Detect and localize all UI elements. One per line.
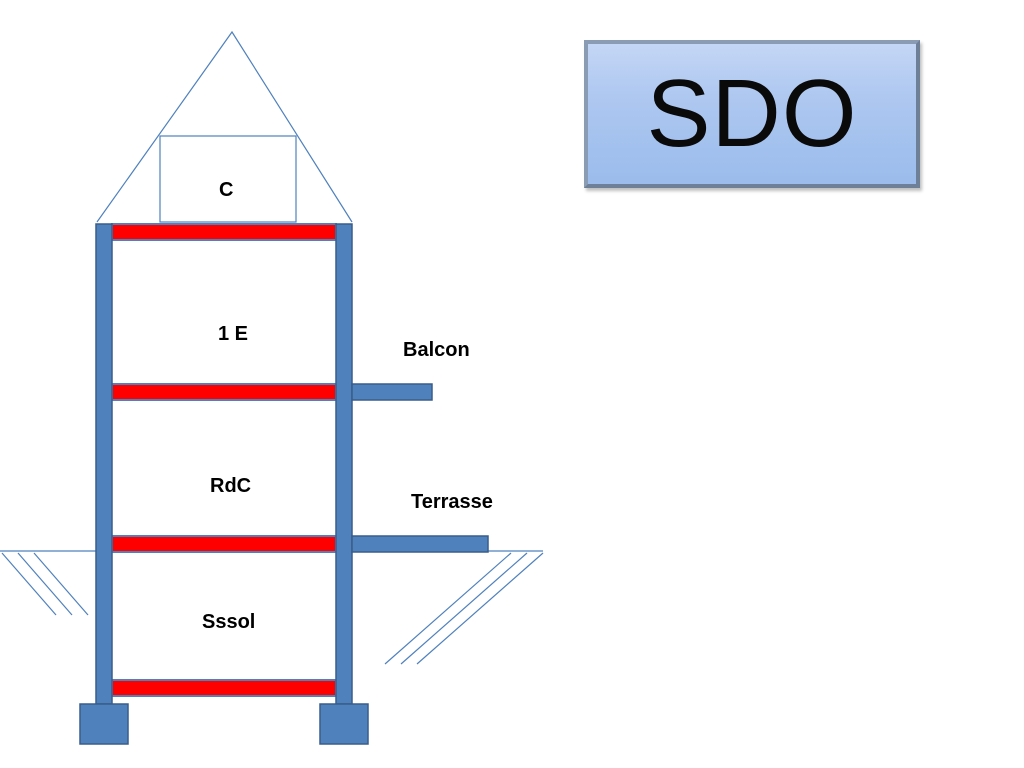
label-first-floor: 1 E [218, 323, 249, 345]
label-attic: C [219, 179, 234, 201]
footing-left [79, 703, 129, 745]
slab-basement [111, 679, 337, 697]
ground-left [0, 550, 96, 616]
label-ground-floor: RdC [210, 475, 252, 497]
slab-first-floor [111, 383, 337, 401]
label-balcony: Balcon [403, 339, 470, 361]
ground-right [384, 550, 544, 665]
title-box: SDO [584, 40, 920, 188]
column-right [335, 223, 353, 705]
label-terrace: Terrasse [411, 491, 493, 513]
title-text: SDO [646, 60, 858, 167]
column-left [95, 223, 113, 705]
terrace-slab [351, 535, 489, 553]
roof-outline [96, 30, 353, 223]
footing-right [319, 703, 369, 745]
label-basement: Sssol [202, 611, 256, 633]
balcony-slab [351, 383, 433, 401]
slab-roof [111, 223, 337, 241]
attic-room-outline [159, 135, 297, 223]
slab-ground-floor [111, 535, 337, 553]
